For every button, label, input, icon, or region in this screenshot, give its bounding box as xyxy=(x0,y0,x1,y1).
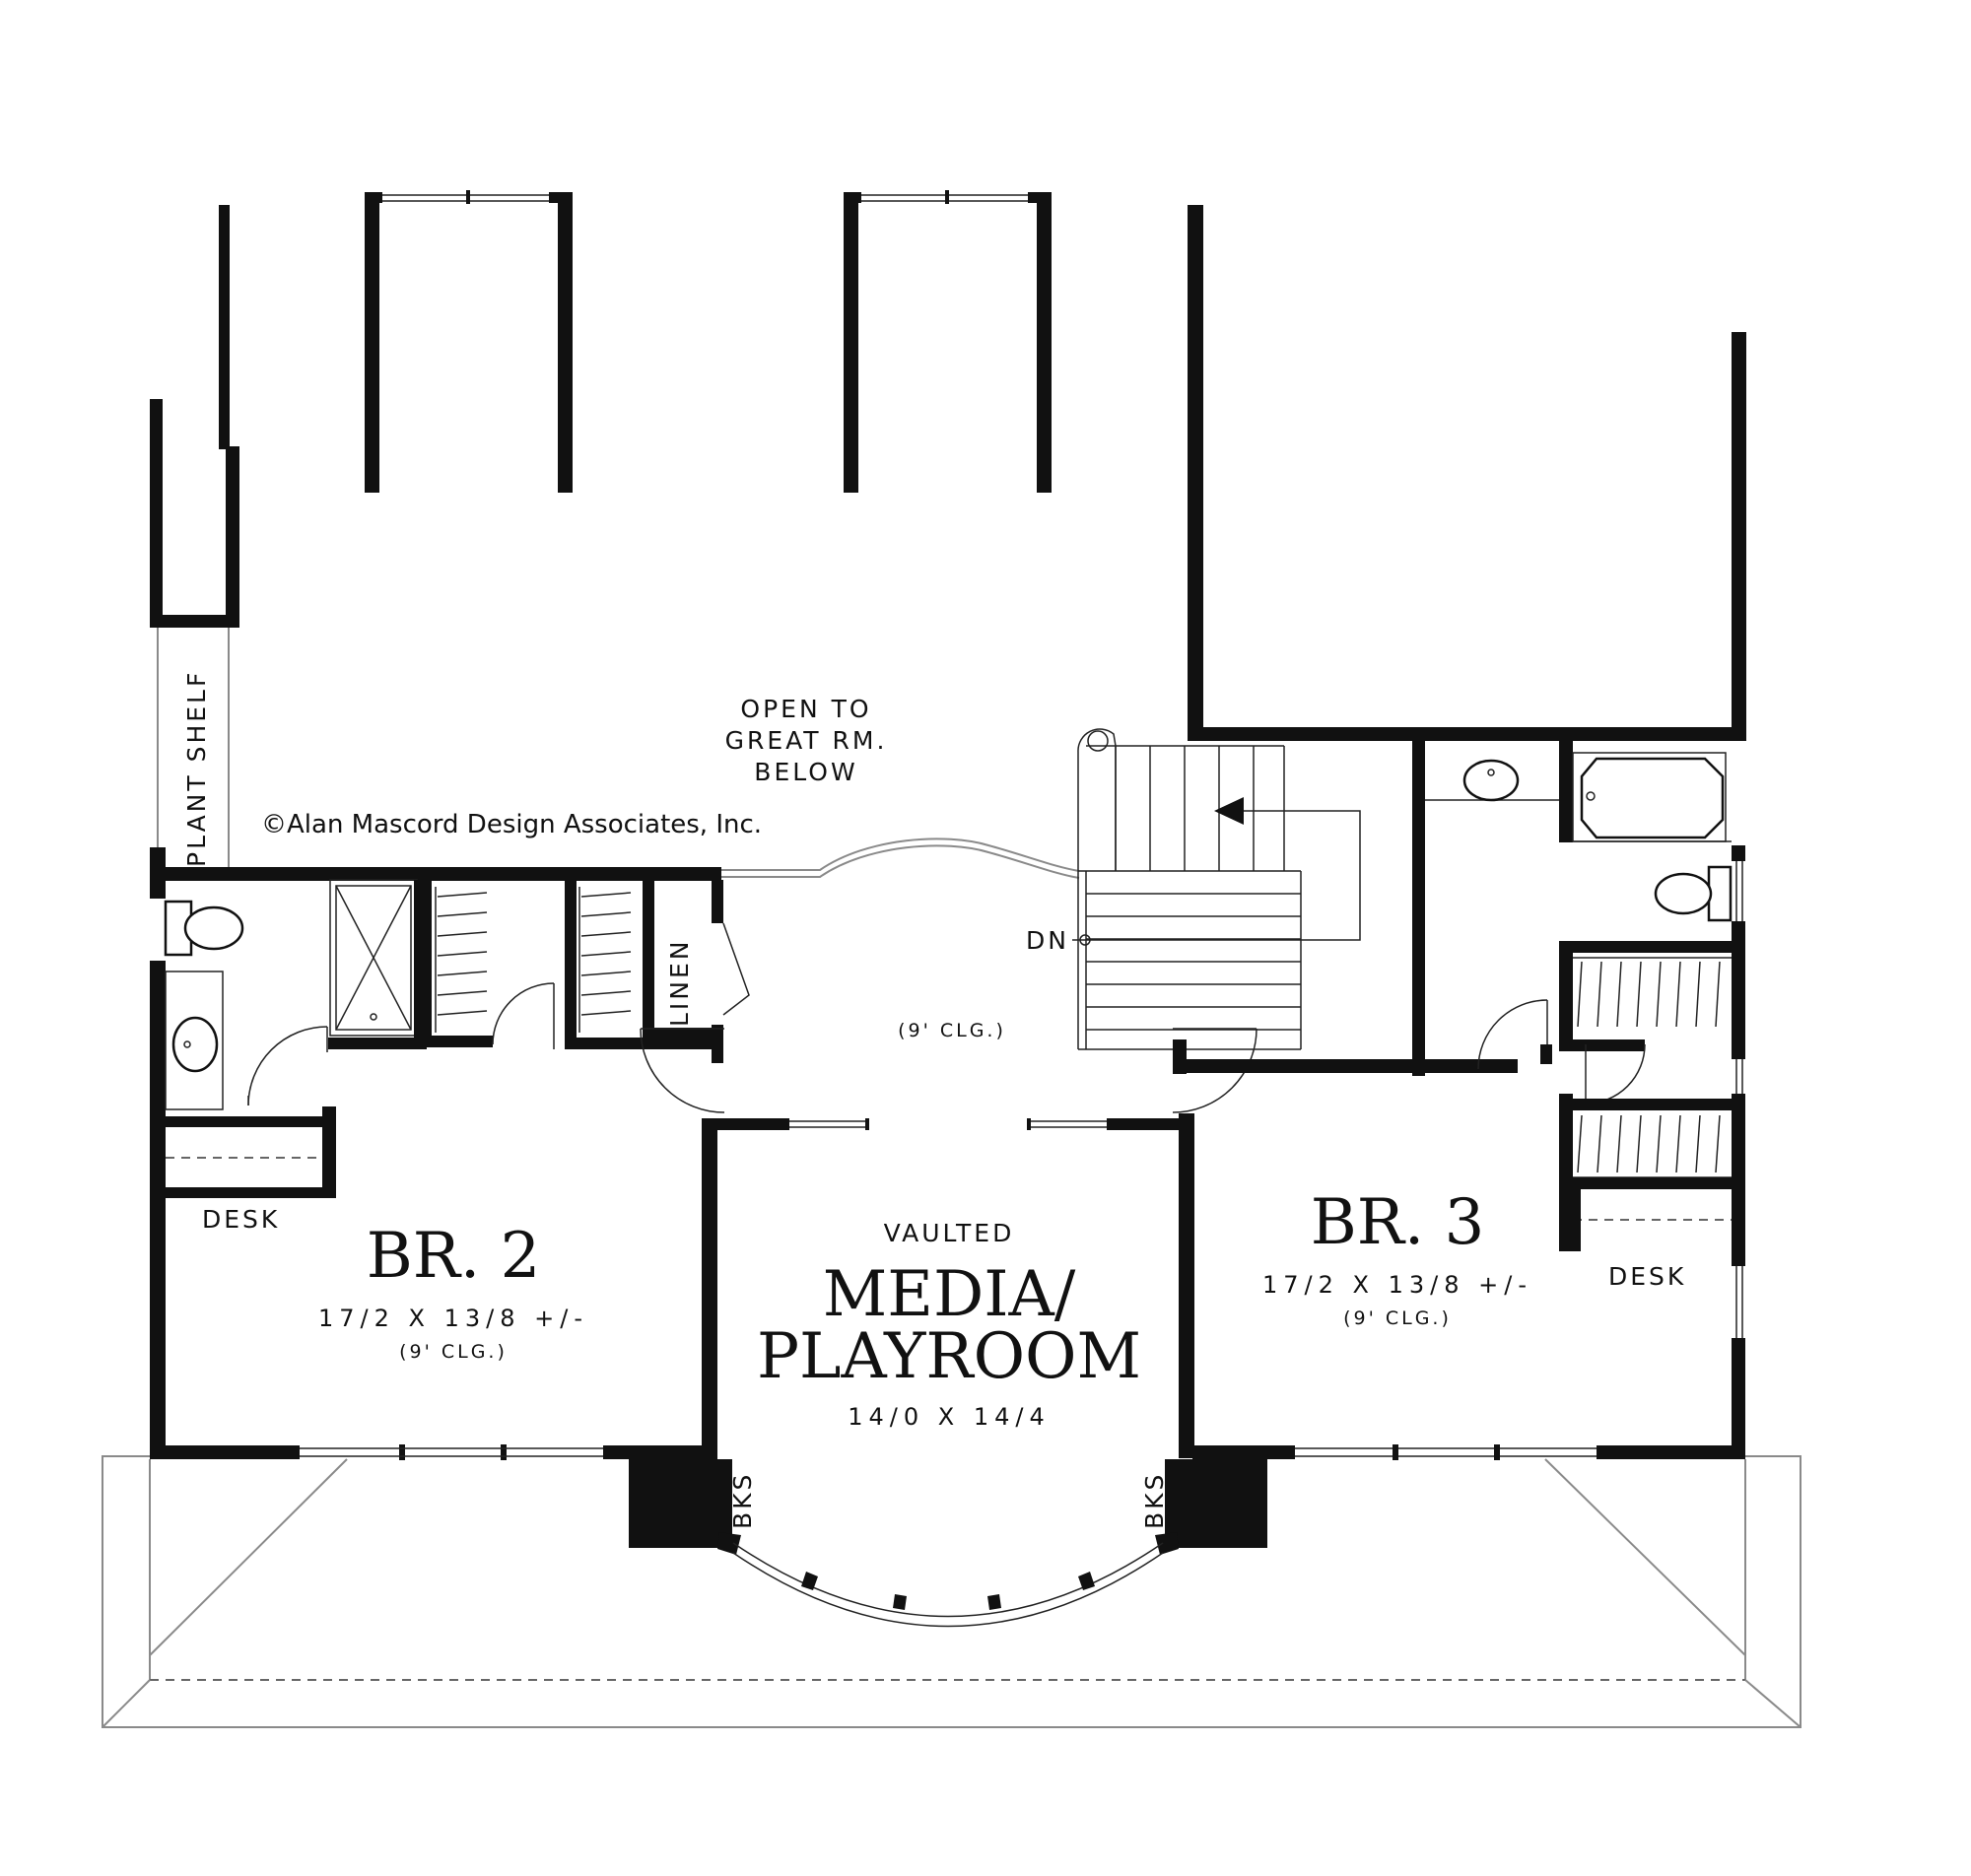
hall-doors xyxy=(640,1028,1257,1130)
br3-ceiling: (9' CLG.) xyxy=(1343,1307,1452,1329)
br2-ceiling: (9' CLG.) xyxy=(399,1341,508,1363)
hall-ceiling-label: (9' CLG.) xyxy=(898,1020,1006,1041)
br2-walls xyxy=(150,1118,717,1548)
media-size: 14/0 X 14/4 xyxy=(848,1403,1051,1431)
open-to-label-2: GREAT RM. xyxy=(725,726,888,755)
br3-walls xyxy=(1192,1444,1745,1460)
br3-size: 17/2 X 13/8 +/- xyxy=(1262,1271,1532,1299)
br2-size: 17/2 X 13/8 +/- xyxy=(318,1305,588,1332)
toilet-icon xyxy=(164,900,244,957)
open-to-label-1: OPEN TO xyxy=(740,695,871,723)
br3-desk-label: DESK xyxy=(1608,1262,1686,1291)
br2-desk-label: DESK xyxy=(202,1205,280,1234)
bks-right-label: BKS xyxy=(1140,1472,1169,1529)
open-to-label-3: BELOW xyxy=(754,758,857,786)
bks-left-label: BKS xyxy=(728,1472,757,1529)
media-title-line2: PLAYROOM xyxy=(757,1320,1141,1393)
br3-title: BR. 3 xyxy=(1311,1186,1485,1259)
dn-label: DN xyxy=(1026,926,1069,955)
media-room-walls: BKS BKS xyxy=(688,1113,1267,1628)
br2-title: BR. 2 xyxy=(367,1220,541,1293)
toilet-icon xyxy=(1654,865,1733,922)
copyright-text: ©Alan Mascord Design Associates, Inc. xyxy=(261,810,762,839)
shower-icon xyxy=(329,879,418,1037)
media-vaulted-label: VAULTED xyxy=(884,1219,1015,1247)
roof-outline xyxy=(102,1455,1801,1728)
stairs: DN xyxy=(1026,728,1518,1076)
hall-top-wall xyxy=(150,838,1080,899)
stair-arrow-icon xyxy=(1214,797,1244,825)
linen-label: LINEN xyxy=(665,939,694,1028)
right-closets: DESK xyxy=(1559,941,1732,1291)
bathtub-icon xyxy=(1572,752,1727,842)
right-bath xyxy=(1425,741,1745,1458)
plan-labels: OPEN TO GREAT RM. BELOW ©Alan Mascord De… xyxy=(261,695,1532,1431)
upper-wall-stubs xyxy=(150,190,1746,741)
sink-icon xyxy=(1462,759,1520,802)
plant-shelf-label: PLANT SHELF xyxy=(182,670,211,867)
sink-icon xyxy=(171,1016,219,1073)
left-closets: LINEN xyxy=(422,880,750,1063)
media-title-line1: MEDIA/ xyxy=(823,1258,1076,1331)
plant-shelf: PLANT SHELF xyxy=(157,628,230,872)
